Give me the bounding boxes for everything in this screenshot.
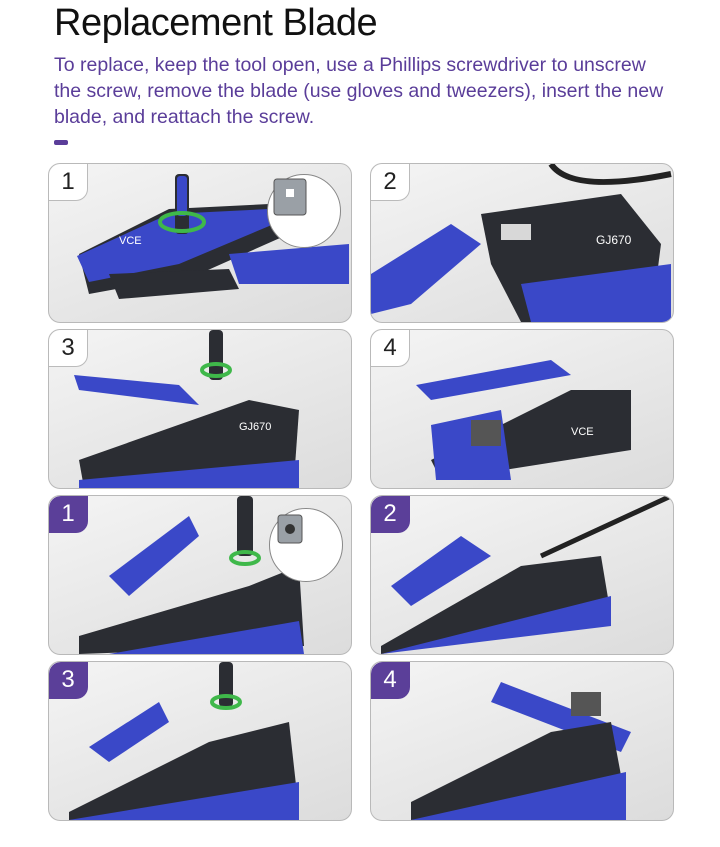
tool-unscrew-illustration xyxy=(79,496,304,654)
tool-brand-label: VCE xyxy=(571,426,594,438)
step-panel-4b: 4 xyxy=(370,661,674,821)
tool-model-label: GJ670 xyxy=(596,233,632,247)
step-badge: 4 xyxy=(371,330,410,367)
tool-tweezers-illustration xyxy=(381,496,673,654)
step-panel-4a: 4 VCE xyxy=(370,329,674,489)
step-badge: 1 xyxy=(49,164,88,201)
step-badge: 2 xyxy=(371,164,410,201)
step-badge: 1 xyxy=(49,496,88,533)
step-badge: 4 xyxy=(371,662,410,699)
step-badge: 3 xyxy=(49,330,88,367)
blade-inset-icon xyxy=(269,508,343,582)
tool-new-blade-illustration xyxy=(69,662,299,820)
tool-brand-label: VCE xyxy=(119,235,142,247)
tool-reattach-screw-illustration: VCE xyxy=(416,360,631,480)
blade-inset-icon xyxy=(267,174,341,248)
page-title: Replacement Blade xyxy=(54,2,378,44)
step-panel-2b: 2 xyxy=(370,495,674,655)
instructions-text: To replace, keep the tool open, use a Ph… xyxy=(54,54,664,128)
step-panel-3b: 3 xyxy=(48,661,352,821)
tool-blade-removal-illustration: GJ670 xyxy=(371,164,672,322)
step-badge: 3 xyxy=(49,662,88,699)
tool-open-screwdriver-illustration: VCE xyxy=(77,174,349,299)
tool-reassembled-illustration xyxy=(411,682,631,820)
step-panel-1b: 1 xyxy=(48,495,352,655)
tool-model-label: GJ670 xyxy=(239,421,271,433)
accent-bar xyxy=(54,140,68,145)
step-badge: 2 xyxy=(371,496,410,533)
tool-insert-blade-illustration: GJ670 xyxy=(74,330,299,488)
step-panel-1a: 1 VCE xyxy=(48,163,352,323)
step-panel-2a: 2 GJ670 xyxy=(370,163,674,323)
step-panel-3a: 3 GJ670 xyxy=(48,329,352,489)
